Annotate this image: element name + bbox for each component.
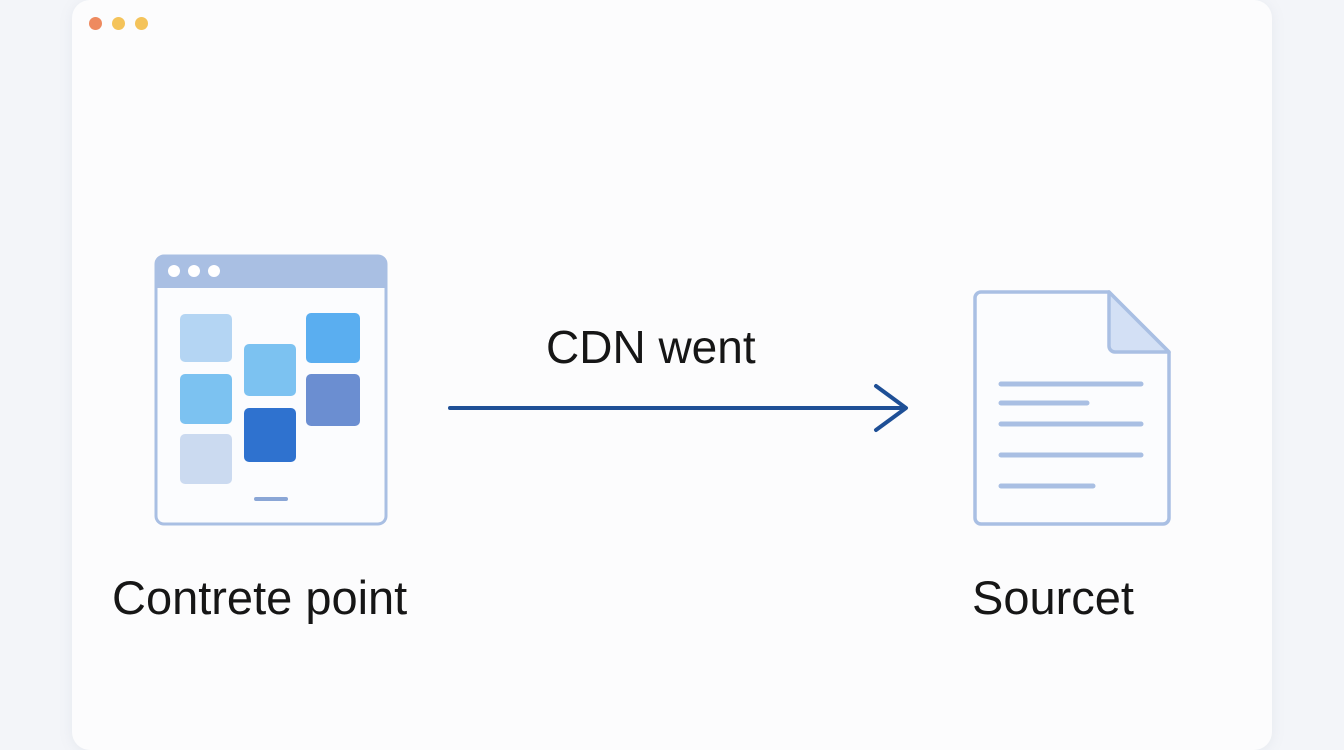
close-dot[interactable] (89, 17, 102, 30)
browser-window-icon (154, 254, 388, 526)
tile (306, 313, 360, 363)
tile (244, 344, 296, 396)
minimize-dot[interactable] (112, 17, 125, 30)
document-icon (973, 290, 1171, 526)
edge-label: CDN went (546, 321, 756, 373)
window-controls (89, 17, 148, 30)
arrow-right-icon (448, 384, 908, 432)
source-node-label: Contrete point (112, 571, 408, 624)
tile (244, 408, 296, 462)
target-node-label: Sourcet (972, 571, 1134, 624)
maximize-dot[interactable] (135, 17, 148, 30)
tile (180, 314, 232, 362)
tile (306, 374, 360, 426)
tile (180, 374, 232, 424)
diagram-window: CDN went Contrete point Sourcet (72, 0, 1272, 750)
tile (180, 434, 232, 484)
